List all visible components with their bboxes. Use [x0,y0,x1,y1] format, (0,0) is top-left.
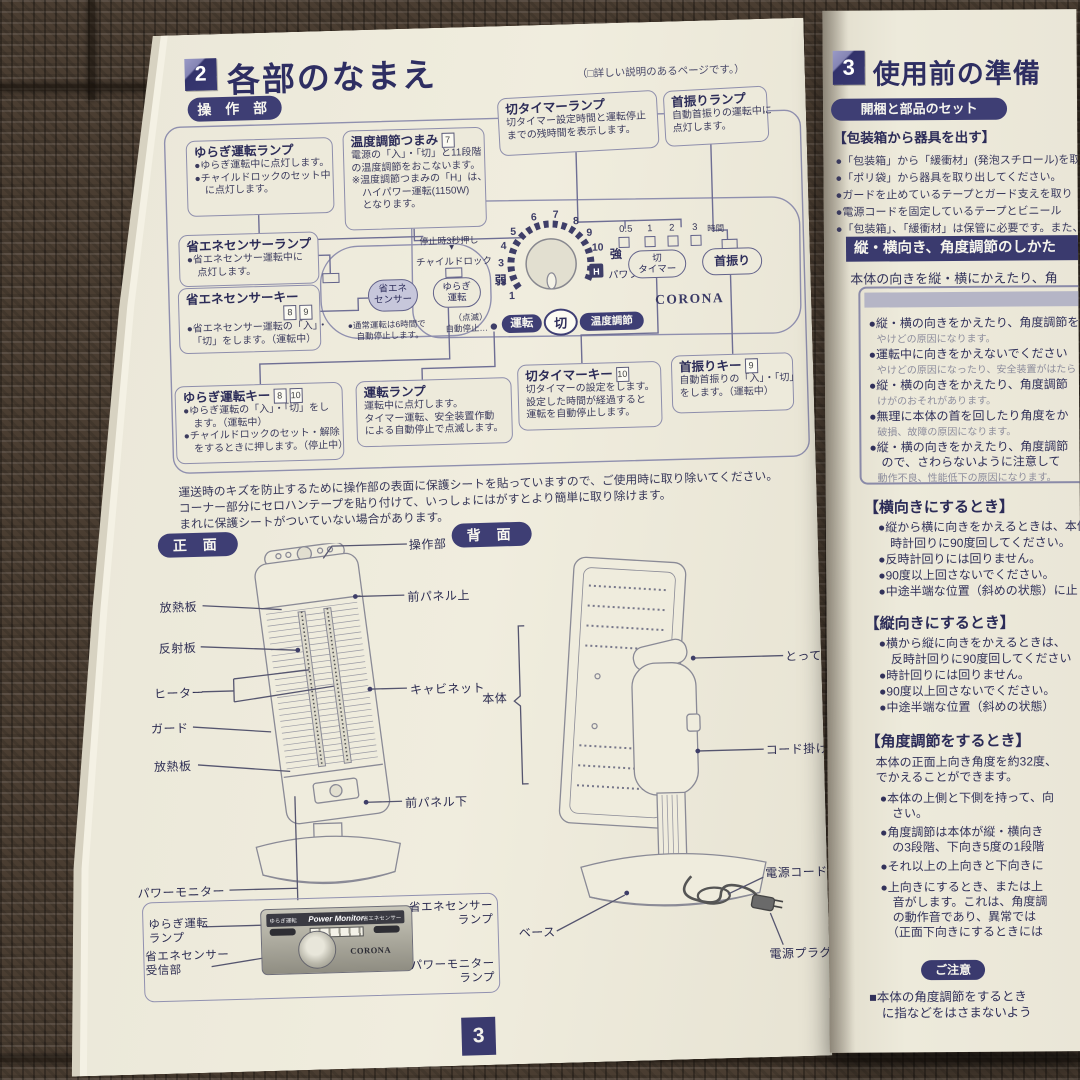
eco-led-slider [374,925,400,933]
bullet-line: ●「ポリ袋」から器具を取り出してください。 [835,171,1062,185]
label-guard: ガード [150,721,189,737]
monitor-small-right: 省エネセンサー [362,915,402,923]
eco-group-loop [320,243,493,340]
yuragi-led-slider [270,928,296,936]
svg-text:2: 2 [501,275,507,287]
svg-text:10: 10 [592,241,604,253]
svg-text:3: 3 [498,257,504,269]
panel-outline [411,197,801,338]
floor-seam-vertical [88,0,95,100]
page-number-badge: 3 [461,1017,496,1056]
warning-sub: 破損、故障の原因になります。 [877,426,1017,439]
label-cord-hook: コード掛け [765,741,829,758]
unpack-subhead: 【包装箱から器具を出す】 [833,129,996,146]
floor-seam-horizontal-top [0,84,200,91]
page-title: 使用前の準備 [872,58,1041,90]
step-line: ●中途半端な位置（斜めの状態） [879,699,1055,715]
label-power-cord: 電源コード [765,864,828,881]
step-line: さい。 [879,806,929,821]
step-line: の3段階、下向き5度の1段階 [880,839,1045,855]
warning-sub: 動作不良、性能低下の原因になります。 [877,472,1057,485]
label-cabinet: キャビネット [409,680,486,698]
label-power-monitor: パワーモニター [137,884,226,901]
warning-box: ●縦・横の向きをかえたり、角度調節を やけどの原因になります。 ●運転中に向きを… [858,285,1080,485]
label-heat-plate-2: 放熱板 [153,759,192,775]
step-line: ●それ以上の上向きと下向きに [880,858,1044,874]
label-base: ベース [518,925,556,941]
svg-text:9: 9 [586,227,592,239]
dial-h-box [589,263,603,277]
step-line: （正面下向きにするときには [880,924,1043,940]
angle-heading: 【角度調節をするとき】 [865,732,1031,751]
label-front-panel-lower: 前パネル下 [404,794,468,811]
label-reflector: 反射板 [158,640,197,657]
temperature-dial: 1 2 3 4 5 6 7 8 9 10 H [488,201,613,326]
unpack-section-pill: 開梱と部品のセット [830,97,1008,121]
section-number-badge: 3 [832,50,865,85]
run-lamp-dot [491,323,498,330]
svg-text:7: 7 [553,209,559,221]
svg-text:4: 4 [501,240,507,252]
warning-main: ●無理に本体の首を回したり角度をか [869,408,1069,424]
manual-left-page: 2 各部のなまえ （□詳しい説明のあるページです。） 操 作 部 ゆらぎ運転ラン… [56,18,833,1076]
monitor-label-eco-lamp: 省エネセンサーランプ [408,899,494,927]
step-line: 反時計回りに90度回してください [878,651,1072,667]
bullet-line: ●「包装箱」、「緩衝材」は保管に必要です。また、取 [835,222,1080,236]
label-control-panel: 操作部 [408,536,447,552]
label-front-panel-upper: 前パネル上 [407,588,471,605]
label-heater-tube: ヒーター [153,685,205,702]
svg-text:1: 1 [509,290,515,302]
manual-right-page: 3 使用前の準備 開梱と部品のセット 【包装箱から器具を出す】 ●「包装箱」から… [822,9,1080,1053]
svg-text:6: 6 [531,211,537,223]
caution-pill: ご注意 [920,959,986,981]
bullet-line: ●ガードを止めているテープとガード支えを取り [835,188,1073,202]
warning-sub: やけどの原因になったり、安全装置がはたら [876,364,1077,377]
bullet-line: ●電源コードを固定しているテープとビニール [835,205,1062,219]
monitor-label-pm-lamp: パワーモニターランプ [410,957,496,985]
label-power-plug: 電源プラグ [769,945,833,962]
label-handle: とって [784,648,822,664]
label-heat-plate-1: 放熱板 [159,599,198,615]
monitor-label-yuragi-lamp: ゆらぎ運転ランプ [148,917,209,946]
warning-main: ●縦・横の向きをかえたり、角度調節 [868,377,1068,393]
warning-header-bar [864,291,1080,308]
step-line: ●中途半端な位置（斜めの状態）に止 [878,583,1078,599]
vertical-heading: 【縦向きにするとき】 [864,614,1015,633]
ops-diagram-border [164,110,809,474]
monitor-panel-topbar: ゆらぎ運転 Power Monitor 省エネセンサー [266,910,404,927]
monitor-label-receiver: 省エネセンサー受信部 [145,949,230,978]
step-line: 時計回りに90度回してください。 [878,535,1071,551]
caution-line: に指などをはさまないよう [869,1005,1032,1021]
dial-tick-arc [510,223,592,288]
sideways-heading: 【横向きにするとき】 [863,498,1015,517]
svg-text:5: 5 [510,226,516,238]
warning-main: ●縦・横の向きをかえたり、角度調節を [868,315,1080,331]
monitor-title: Power Monitor [308,913,365,924]
warning-sub: やけどの原因になります。 [876,333,996,346]
svg-text:H: H [593,267,600,277]
monitor-small-left: ゆらぎ運転 [269,918,297,926]
svg-text:8: 8 [573,215,579,227]
step-line: でかえることができます。 [875,769,1019,785]
bullet-line: ●「包装箱」から「緩衝材」(発泡スチロール)を取り [835,154,1080,168]
label-main-body: 本体 [482,691,508,706]
dial-pointer [547,273,556,289]
receiver-circle [298,930,337,969]
monitor-brand: CORONA [350,944,392,956]
monitor-panel-drawing: ゆらぎ運転 Power Monitor 省エネセンサー CORONA [260,905,414,975]
warning-sub: けがのおそれがあります。 [877,395,997,408]
orientation-band: 縦・横向き、角度調節のしかた [845,235,1079,262]
